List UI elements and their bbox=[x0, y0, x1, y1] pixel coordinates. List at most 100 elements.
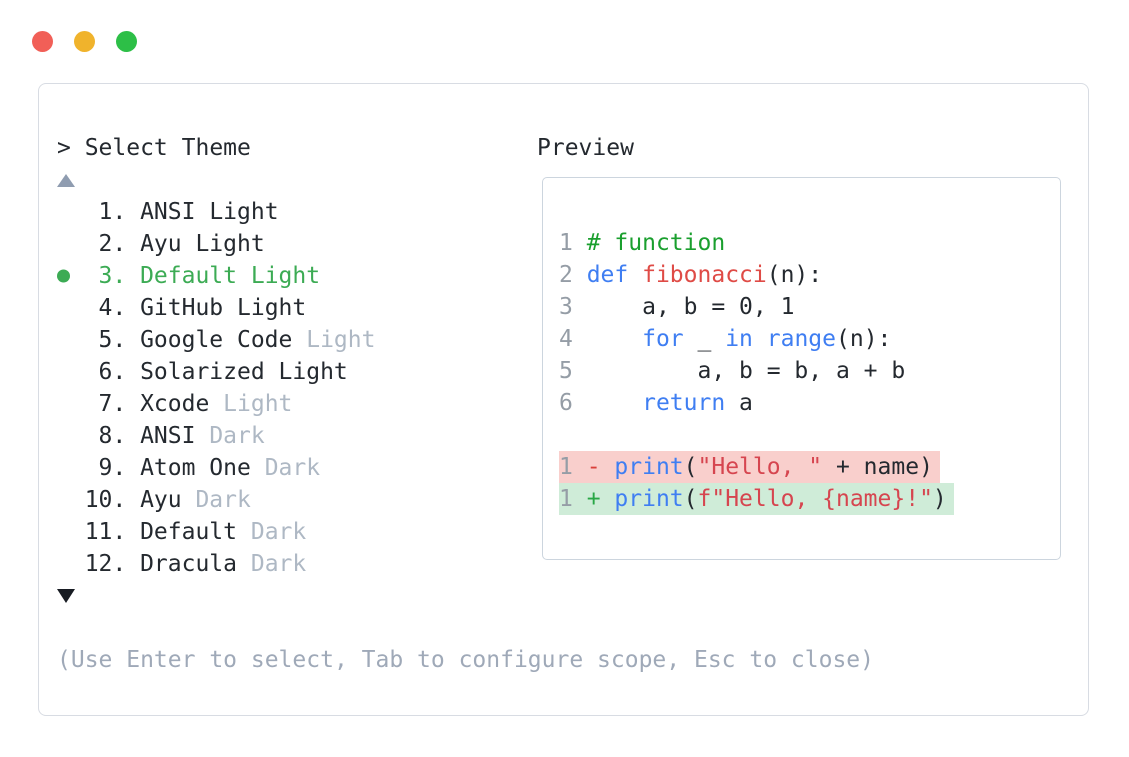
scroll-up-indicator[interactable] bbox=[57, 164, 874, 196]
down-arrow-icon bbox=[57, 589, 75, 603]
theme-number: 2. bbox=[98, 231, 127, 257]
theme-variant: Light bbox=[195, 231, 265, 257]
theme-item[interactable]: 3. Default Light bbox=[57, 260, 874, 292]
line-number: 2 bbox=[559, 262, 587, 288]
window-controls bbox=[32, 31, 158, 52]
code-token: (n): bbox=[836, 326, 892, 352]
selected-marker-cell bbox=[57, 388, 85, 420]
theme-name: Google Code Light bbox=[140, 327, 376, 353]
code-token: a bbox=[725, 390, 753, 416]
code-line: 1 # function bbox=[559, 227, 954, 259]
code-token: # function bbox=[586, 230, 726, 256]
theme-name: ANSI Light bbox=[140, 199, 279, 225]
theme-variant: Light bbox=[250, 263, 321, 289]
theme-variant: Dark bbox=[264, 455, 321, 481]
theme-variant: Light bbox=[306, 327, 376, 353]
theme-number: 4. bbox=[98, 295, 127, 321]
theme-item[interactable]: 11.Default Dark bbox=[57, 516, 874, 548]
selected-marker-cell bbox=[57, 484, 85, 516]
selected-indicator-dot bbox=[57, 269, 70, 283]
theme-name: Solarized Light bbox=[140, 359, 348, 385]
selected-marker-cell bbox=[57, 420, 85, 452]
theme-item[interactable]: 5. Google Code Light bbox=[57, 324, 874, 356]
code-line: 5 a, b = b, a + b bbox=[559, 355, 954, 387]
code-token bbox=[587, 390, 642, 416]
selected-marker-cell bbox=[57, 292, 85, 324]
code-token: def bbox=[586, 262, 629, 288]
code-line-content: 1 # function bbox=[559, 227, 725, 259]
theme-item[interactable]: 10. Ayu Dark bbox=[57, 484, 874, 516]
spacer-row bbox=[57, 612, 874, 644]
code-token bbox=[628, 262, 642, 288]
code-line: 2 def fibonacci(n): bbox=[559, 259, 954, 291]
preview-label: Preview bbox=[537, 135, 634, 161]
line-number: 4 bbox=[559, 326, 587, 352]
theme-name: Default Light bbox=[140, 263, 321, 289]
theme-item[interactable]: 8.ANSI Dark bbox=[57, 420, 874, 452]
theme-variant: Dark bbox=[195, 487, 251, 513]
theme-number: 9. bbox=[98, 455, 127, 481]
code-line-content: 4 for _ in range(n): bbox=[559, 323, 891, 355]
code-token: + bbox=[586, 486, 615, 512]
theme-item[interactable]: 1. ANSI Light bbox=[57, 196, 874, 228]
select-theme-prompt: > Select Theme bbox=[57, 135, 251, 161]
line-number: 6 bbox=[559, 390, 587, 416]
theme-number: 10. bbox=[84, 487, 127, 513]
theme-item[interactable]: 9.Atom One Dark bbox=[57, 452, 874, 484]
code-token: "Hello, " bbox=[697, 454, 823, 480]
theme-variant: Dark bbox=[250, 551, 307, 577]
code-line: 4 for _ in range(n): bbox=[559, 323, 954, 355]
theme-name: GitHub Light bbox=[140, 295, 307, 321]
selected-marker-cell bbox=[57, 452, 85, 484]
code-token: - bbox=[586, 454, 615, 480]
selected-marker-cell bbox=[57, 196, 85, 228]
line-number: 5 bbox=[559, 358, 587, 384]
theme-variant: Dark bbox=[250, 519, 307, 545]
code-token: a, b = b, a + b bbox=[586, 358, 906, 384]
minimize-button[interactable] bbox=[74, 31, 95, 52]
code-line: 1 - print("Hello, " + name) bbox=[559, 451, 954, 483]
code-token: f"Hello, {name}!" bbox=[697, 486, 933, 512]
code-token: for bbox=[642, 326, 684, 352]
theme-number: 1. bbox=[98, 199, 127, 225]
selected-marker-cell bbox=[57, 516, 85, 548]
theme-variant: Light bbox=[209, 199, 279, 225]
up-arrow-icon bbox=[57, 173, 75, 187]
code-line-content: 6 return a bbox=[559, 387, 753, 419]
line-number: 1 bbox=[559, 486, 587, 512]
selected-marker-cell bbox=[57, 548, 85, 580]
theme-item[interactable]: 6. Solarized Light bbox=[57, 356, 874, 388]
theme-number: 7. bbox=[98, 391, 127, 417]
code-token: return bbox=[642, 390, 726, 416]
theme-name: Ayu Dark bbox=[140, 487, 251, 513]
code-line-content: 5 a, b = b, a + b bbox=[559, 355, 905, 387]
theme-item[interactable]: 4. GitHub Light bbox=[57, 292, 874, 324]
selected-marker-cell bbox=[57, 324, 85, 356]
theme-item[interactable]: 7.Xcode Light bbox=[57, 388, 874, 420]
theme-item[interactable]: 12.Dracula Dark bbox=[57, 548, 874, 580]
code-token: print bbox=[614, 486, 684, 512]
code-line: 1 + print(f"Hello, {name}!") bbox=[559, 483, 954, 515]
selected-marker-cell bbox=[57, 228, 85, 260]
line-number: 1 bbox=[559, 230, 587, 256]
code-token: ( bbox=[683, 454, 698, 480]
theme-number: 6. bbox=[98, 359, 127, 385]
code-line-content: 3 a, b = 0, 1 bbox=[559, 291, 794, 323]
close-button[interactable] bbox=[32, 31, 53, 52]
maximize-button[interactable] bbox=[116, 31, 137, 52]
theme-number: 5. bbox=[98, 327, 127, 353]
theme-item[interactable]: 2.Ayu Light bbox=[57, 228, 874, 260]
line-number: 1 bbox=[559, 454, 587, 480]
scroll-down-indicator[interactable] bbox=[57, 580, 874, 612]
code-token: a, b = 0, 1 bbox=[586, 294, 795, 320]
theme-number: 3. bbox=[98, 263, 127, 289]
diff-line-added: 1 + print(f"Hello, {name}!") bbox=[559, 483, 954, 515]
help-text: (Use Enter to select, Tab to configure s… bbox=[57, 647, 874, 673]
theme-number: 8. bbox=[98, 423, 127, 449]
code-line: 3 a, b = 0, 1 bbox=[559, 291, 954, 323]
